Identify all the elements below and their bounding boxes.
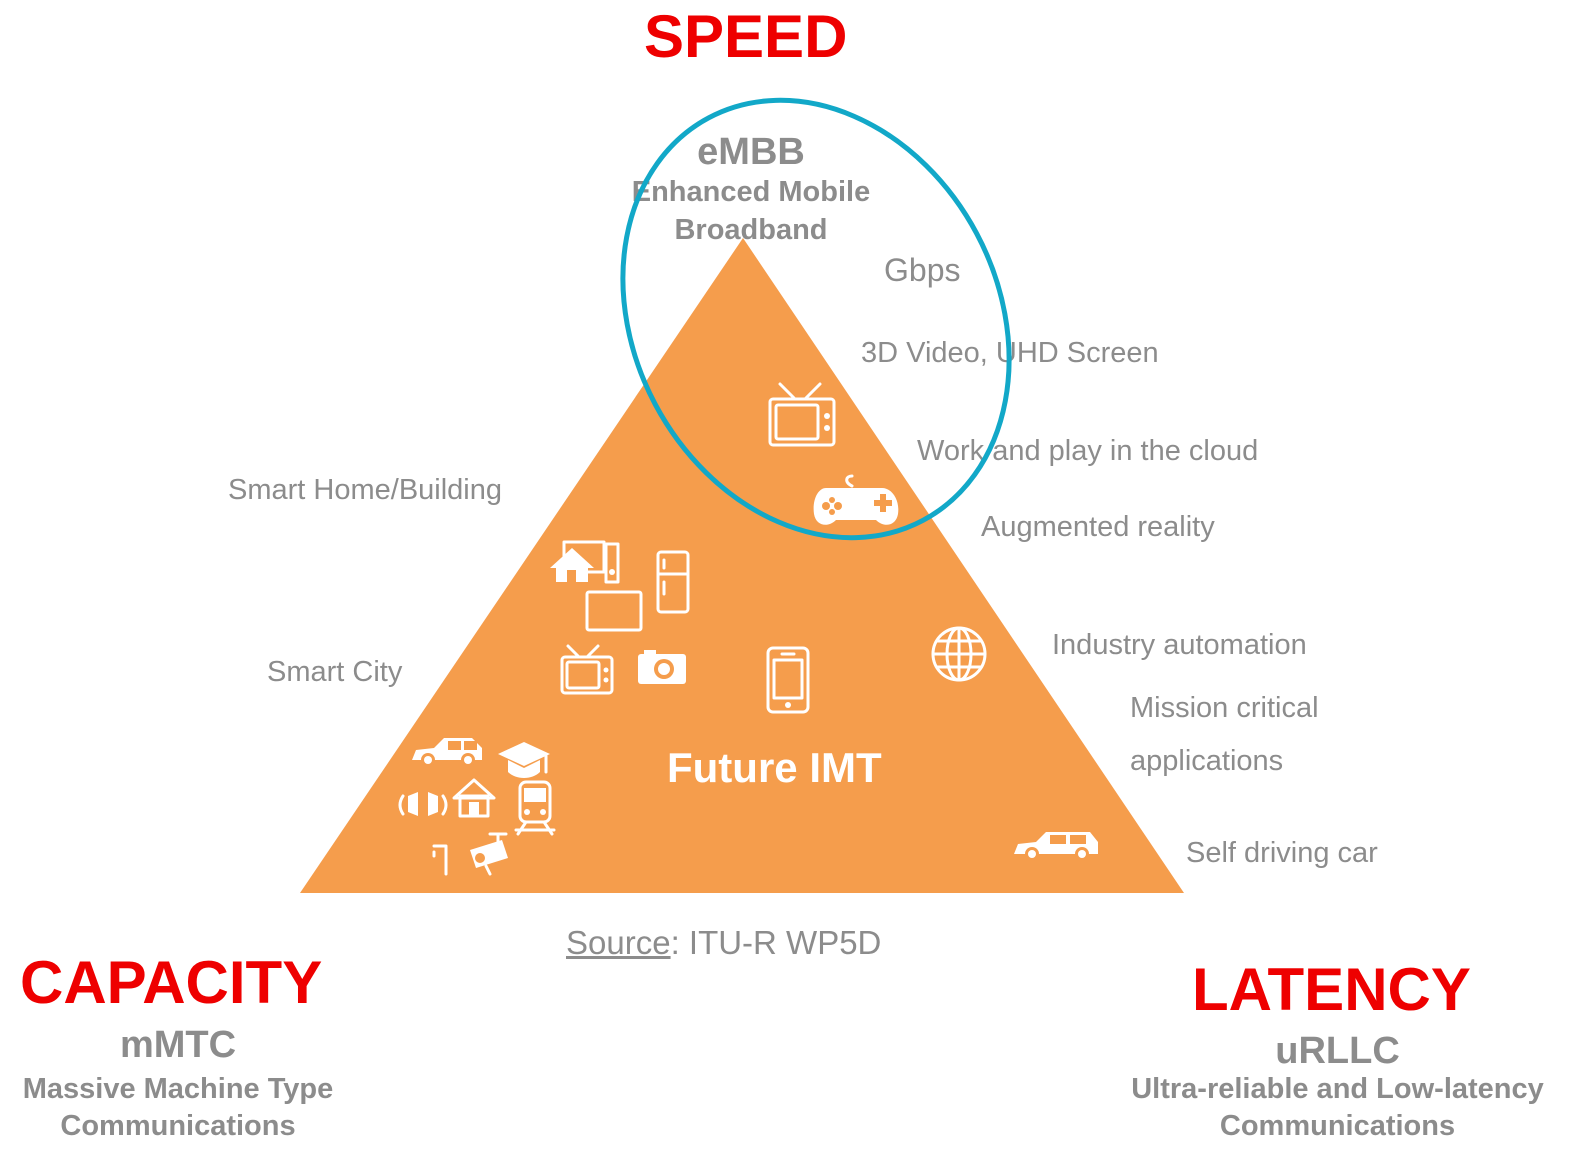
security-camera-icon: [470, 832, 508, 876]
speed-heading: SPEED: [644, 3, 848, 70]
future-imt-label: Future IMT: [667, 744, 882, 791]
source-label: Source: [566, 924, 671, 961]
label-3d-video: 3D Video, UHD Screen: [861, 337, 1159, 369]
latency-desc-line1: Ultra-reliable and Low-latency: [1131, 1073, 1544, 1105]
speed-desc-line2: Broadband: [674, 214, 828, 246]
home-icon: [550, 540, 620, 584]
latency-acronym: uRLLC: [1275, 1030, 1400, 1072]
label-augmented-reality: Augmented reality: [981, 511, 1215, 543]
label-smart-home: Smart Home/Building: [228, 474, 502, 506]
camera-icon: [638, 650, 686, 684]
train-icon: [514, 780, 556, 836]
street-lamp-icon: [432, 844, 448, 876]
speed-acronym: eMBB: [697, 131, 805, 173]
capacity-heading: CAPACITY: [20, 949, 323, 1016]
capacity-desc-line2: Communications: [60, 1110, 296, 1142]
label-gbps: Gbps: [884, 252, 961, 288]
label-self-driving-car: Self driving car: [1186, 837, 1378, 869]
house-small-icon: [452, 778, 496, 818]
sensor-icon: [398, 792, 448, 816]
label-industry-automation: Industry automation: [1052, 629, 1307, 661]
latency-heading: LATENCY: [1192, 956, 1471, 1023]
capacity-acronym: mMTC: [119, 1024, 237, 1066]
label-mission-critical-1: Mission critical: [1130, 692, 1319, 724]
fridge-icon: [656, 550, 690, 614]
source-citation: Source: ITU-R WP5D: [566, 924, 881, 962]
speed-desc-line1: Enhanced Mobile: [631, 176, 871, 208]
label-mission-critical-2: applications: [1130, 745, 1284, 777]
graduation-cap-icon: [498, 742, 550, 778]
car-icon: [412, 738, 482, 767]
label-cloud: Work and play in the cloud: [917, 435, 1259, 467]
monitor-icon: [585, 590, 643, 632]
smartphone-icon: [766, 646, 810, 714]
capacity-desc-line1: Massive Machine Type: [22, 1073, 334, 1105]
tv-small-icon: [560, 644, 614, 695]
source-text: : ITU-R WP5D: [670, 924, 882, 961]
label-smart-city: Smart City: [267, 656, 403, 688]
latency-desc-line2: Communications: [1219, 1110, 1456, 1142]
self-driving-car-icon: [1014, 832, 1098, 861]
globe-icon: [931, 626, 987, 682]
imt-triangle: [300, 238, 1184, 893]
